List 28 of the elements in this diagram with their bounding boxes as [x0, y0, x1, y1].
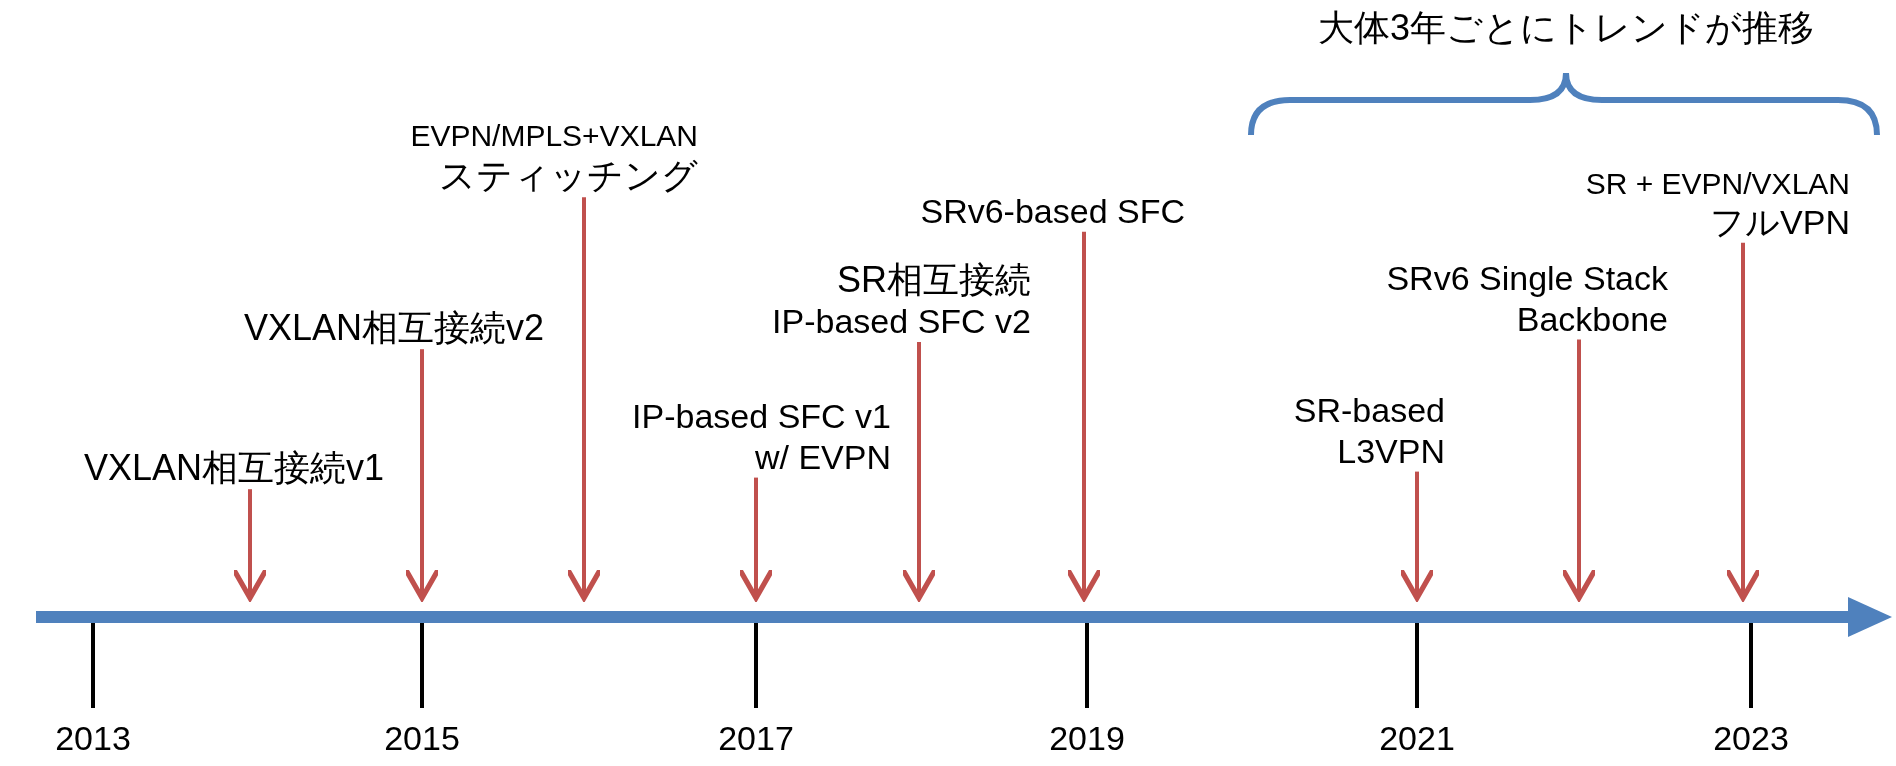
milestone-label: SRv6 Single Stack Backbone	[1348, 258, 1668, 340]
arrow	[403, 349, 441, 601]
arrow	[1398, 471, 1436, 601]
year-label: 2019	[1049, 720, 1125, 758]
arrow	[900, 342, 938, 601]
arrow	[1724, 242, 1762, 601]
arrow	[1065, 231, 1103, 601]
milestone-label: スティッチング	[438, 154, 698, 198]
year-label: 2017	[718, 720, 794, 758]
milestone-label: EVPN/MPLS+VXLAN	[410, 118, 698, 154]
milestone-label: VXLAN相互接続v2	[243, 306, 544, 350]
year-label: 2013	[55, 720, 131, 758]
year-label: 2023	[1713, 720, 1789, 758]
milestone-label: SR + EVPN/VXLAN	[1585, 166, 1850, 202]
year-label: 2015	[384, 720, 460, 758]
milestone-label: SR相互接続	[836, 258, 1031, 302]
arrow	[565, 197, 603, 601]
arrow	[1560, 339, 1598, 601]
annotation-text: 大体3年ごとにトレンドが推移	[1318, 8, 1814, 48]
arrow	[231, 489, 269, 601]
year-label: 2021	[1379, 720, 1455, 758]
milestone-label: SRv6-based SFC	[920, 191, 1185, 232]
milestone-label: フルVPN	[1709, 202, 1850, 243]
arrow	[737, 477, 775, 601]
milestone-label: SR-based L3VPN	[1245, 390, 1445, 472]
milestone-label: IP-based SFC v2	[772, 301, 1031, 342]
milestone-label: IP-based SFC v1 w/ EVPN	[606, 396, 891, 478]
milestone-label: VXLAN相互接続v1	[83, 446, 384, 490]
